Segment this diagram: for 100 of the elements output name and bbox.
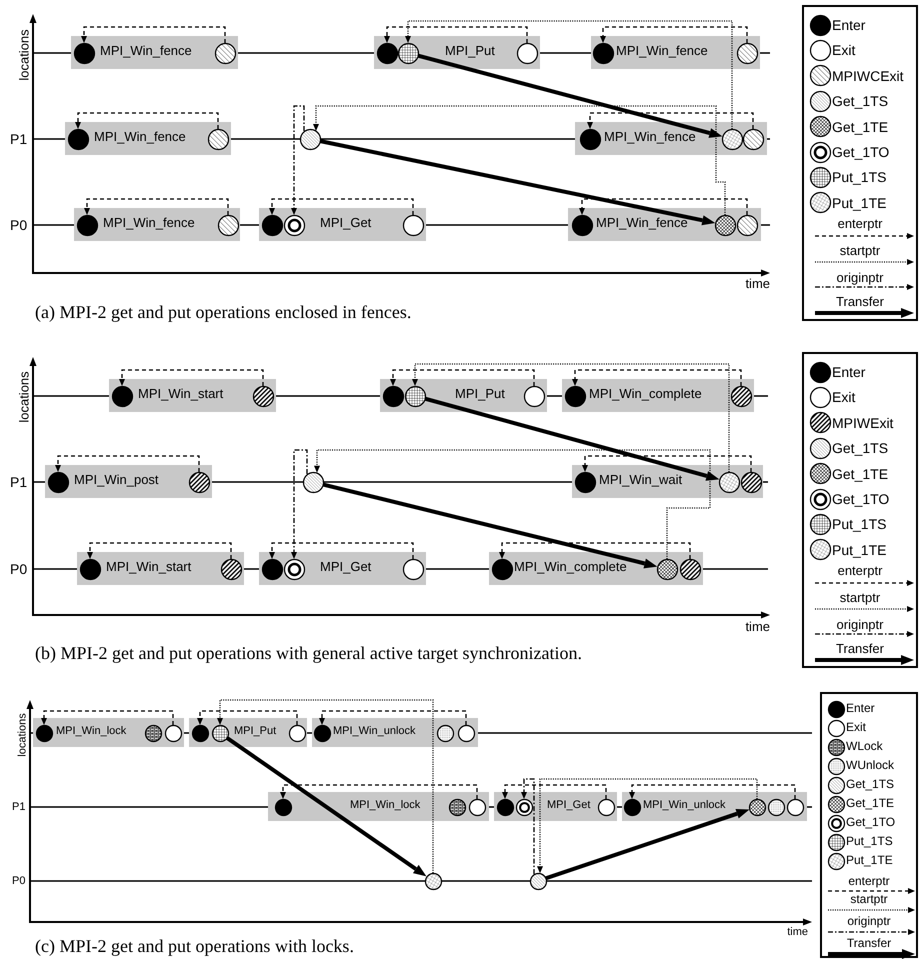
dashed-arrow (269, 542, 414, 559)
function-label: MPI_Win_unlock (643, 799, 726, 812)
legend-label: Transfer (846, 937, 892, 951)
function-label: MPI_Win_start (138, 387, 224, 402)
function-bar (380, 379, 547, 412)
function-label: MPI_Get (547, 799, 590, 812)
function-bar (374, 36, 540, 69)
transfer-arrow (417, 54, 722, 138)
double-ring-circle (282, 214, 306, 236)
axis-label: locations (18, 371, 32, 423)
legend-label: Put_1TS (832, 169, 886, 186)
function-label: MPI_Win_start (106, 560, 192, 575)
dashed-arrow (119, 369, 264, 386)
filled-circle (260, 558, 284, 580)
caption: (a) MPI-2 get and put operations enclosed in fences. (35, 302, 412, 322)
process-label: P1 (12, 800, 26, 814)
function-label: MPI_Win_fence (103, 216, 195, 231)
function-label: MPI_Win_complete (514, 560, 627, 575)
crosshatched-circle (718, 470, 740, 494)
legend-label: WLock (846, 740, 883, 754)
axis-label: locations (16, 713, 30, 757)
hollow-circle (786, 798, 804, 816)
striped-circle (220, 558, 242, 580)
hollow-circle (516, 42, 538, 64)
filled-circle (490, 558, 514, 580)
brick-pattern-circle (448, 798, 466, 816)
function-bar (494, 792, 617, 821)
crosshatched-circle (656, 558, 678, 580)
dotted-arrow (537, 778, 758, 874)
legend-label: startptr (840, 590, 880, 606)
filled-circle (46, 470, 70, 494)
brick-pattern-circle (144, 724, 162, 742)
dashed-arrow (84, 198, 229, 215)
legend-label: originptr (836, 618, 884, 632)
legend-label: Enter (832, 16, 866, 34)
function-bar (575, 122, 767, 155)
transfer-arrow (424, 396, 720, 481)
dashed-arrow (579, 198, 748, 215)
function-bar (259, 208, 426, 241)
function-label: MPI_Win_fence (616, 44, 708, 59)
filled-circle (570, 214, 594, 236)
transfer-arrow (544, 808, 750, 880)
caption: (c) MPI-2 get and put operations with locks. (35, 936, 354, 956)
filled-circle (190, 724, 210, 742)
legend-label: Exit (832, 42, 856, 58)
legend-label: WUnlock (846, 759, 894, 773)
function-bar (268, 792, 489, 821)
filled-circle (274, 798, 292, 816)
hollow-circle (456, 724, 476, 742)
legend-label: Put_1TS (832, 516, 886, 532)
legend-label: Get_1TS (832, 93, 888, 110)
legend-label: Enter (846, 702, 875, 716)
legend-label: Put_1TS (846, 835, 893, 849)
crosshatched-circle (748, 798, 766, 816)
transfer-arrow (319, 139, 716, 226)
function-bar (489, 552, 703, 585)
function-label: MPI_Win_wait (599, 473, 682, 488)
filled-circle (260, 214, 284, 236)
legend-label: originptr (847, 915, 891, 929)
legend-label: Put_1TE (832, 542, 886, 558)
crosshatched-circle (424, 872, 442, 890)
filled-circle (496, 798, 514, 816)
grid-circle (210, 724, 230, 742)
legend-label: Get_1TO (832, 490, 890, 508)
axis-label: locations (18, 29, 32, 81)
function-bar (189, 718, 307, 747)
function-label: MPI_Win_unlock (333, 725, 416, 738)
filled-circle (382, 384, 404, 408)
hatched-circle (742, 128, 764, 150)
filled-circle (574, 470, 596, 494)
legend-label: Get_1TE (832, 118, 888, 135)
legend-label: Get_1TO (846, 816, 896, 830)
dashed-arrow (81, 26, 226, 43)
function-label: MPI_Put (234, 725, 276, 738)
function-label: MPI_Win_fence (604, 130, 696, 145)
legend-label: Transfer (836, 642, 884, 656)
function-bar (74, 208, 240, 241)
function-bar (65, 122, 231, 155)
filled-circle (622, 798, 642, 816)
function-bar (109, 379, 276, 412)
function-label: MPI_Win_fence (94, 130, 186, 145)
transfer-arrow (225, 736, 426, 876)
hatched-circle (736, 214, 758, 236)
dotted-circle (436, 724, 454, 742)
function-label: MPI_Put (445, 44, 495, 59)
dashed-arrow (502, 784, 607, 799)
dashed-arrow (572, 369, 742, 386)
legend-label: Exit (846, 721, 866, 735)
hollow-circle (596, 798, 616, 816)
dashed-arrow (600, 26, 748, 43)
hatched-circle (298, 128, 322, 150)
hatched-circle (206, 128, 230, 150)
legend-label: startptr (850, 893, 888, 907)
dashed-arrow (390, 369, 535, 386)
hollow-circle (402, 214, 424, 236)
legend-label: enterptr (838, 216, 882, 232)
filled-circle (66, 128, 90, 150)
legend-label: Get_1TE (846, 797, 894, 811)
process-label: P0 (10, 216, 28, 234)
grid-circle (404, 384, 426, 408)
